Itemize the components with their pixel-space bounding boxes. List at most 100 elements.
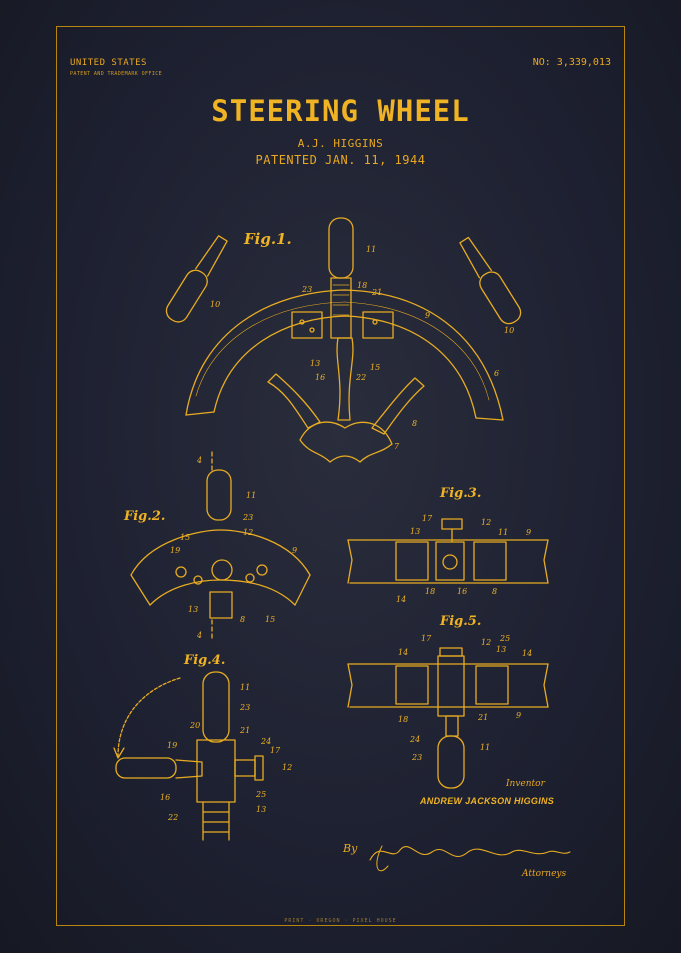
svg-text:14: 14 [396, 595, 406, 604]
right-handle [459, 236, 522, 325]
svg-text:8: 8 [240, 615, 245, 624]
svg-text:17: 17 [421, 634, 432, 643]
attorney-signature [369, 846, 571, 861]
fig2-center-boss [211, 559, 233, 581]
svg-text:10: 10 [210, 300, 220, 309]
fig1-label: Fig.1. [243, 230, 292, 248]
svg-text:13: 13 [256, 805, 266, 814]
fig3-label: Fig.3. [439, 486, 481, 501]
rim-hatch-line [195, 301, 346, 397]
svg-text:23: 23 [239, 703, 250, 712]
fig4-shaft [202, 801, 230, 841]
lower-spoke-left [267, 373, 321, 429]
fig3-block-right [473, 541, 507, 581]
rim-outer [185, 289, 504, 421]
fig4-hub-section [196, 739, 236, 803]
fig4-swing-arc [117, 677, 181, 757]
svg-text:9: 9 [425, 311, 430, 320]
fig4-label: Fig.4. [183, 653, 225, 668]
svg-text:21: 21 [371, 288, 382, 297]
rim-inner [213, 315, 477, 419]
svg-text:17: 17 [422, 514, 433, 523]
svg-text:12: 12 [481, 638, 491, 647]
svg-text:18: 18 [398, 715, 408, 724]
svg-text:25: 25 [255, 790, 266, 799]
poster-frame [56, 26, 625, 926]
fig2-stem [209, 591, 233, 619]
top-spoke-sleeve [330, 277, 352, 339]
top-handle [328, 217, 354, 279]
header-left: UNITED STATES PATENT AND TRADEMARK OFFIC… [70, 58, 162, 77]
svg-text:21: 21 [239, 726, 250, 735]
inventor-short: A.J. HIGGINS [297, 137, 384, 150]
svg-text:11: 11 [498, 528, 508, 537]
svg-text:6: 6 [494, 369, 499, 378]
svg-text:15: 15 [180, 533, 190, 542]
svg-text:23: 23 [242, 513, 253, 522]
rim-block-right [362, 311, 394, 339]
fig4-handle [202, 671, 230, 743]
svg-text:8: 8 [492, 587, 497, 596]
svg-text:4: 4 [196, 631, 202, 640]
svg-text:18: 18 [357, 281, 367, 290]
svg-text:12: 12 [282, 763, 292, 772]
svg-text:22: 22 [167, 813, 178, 822]
svg-text:11: 11 [480, 743, 490, 752]
svg-text:15: 15 [265, 615, 275, 624]
svg-text:24: 24 [260, 737, 271, 746]
rim-ends [185, 411, 504, 421]
fig3-center [435, 541, 465, 581]
svg-text:14: 14 [522, 649, 532, 658]
footer-mark: PRINT · OREGON · PIXEL HOUSE [284, 918, 397, 924]
fig5-rim-section [347, 663, 549, 708]
svg-text:7: 7 [394, 442, 400, 451]
inventor-label: Inventor [506, 779, 545, 789]
fig5-label: Fig.5. [439, 614, 481, 629]
svg-text:14: 14 [398, 648, 408, 657]
patent-date: PATENTED JAN. 11, 1944 [255, 153, 426, 167]
svg-text:20: 20 [189, 721, 200, 730]
fig5-illustration: Fig.5. 17 12 25 13 14 14 18 21 9 24 23 1… [347, 614, 549, 789]
svg-text:18: 18 [425, 587, 435, 596]
by-label: By [343, 842, 358, 855]
fig3-rim-section [347, 539, 549, 584]
office-label: PATENT AND TRADEMARK OFFICE [70, 71, 163, 77]
inventor-name: ANDREW JACKSON HIGGINS [420, 796, 555, 806]
fig2-label: Fig.2. [123, 509, 165, 524]
svg-text:19: 19 [170, 546, 180, 555]
lower-spoke-center [336, 337, 354, 421]
rim-block-left [291, 311, 323, 339]
svg-text:17: 17 [270, 746, 281, 755]
fig5-handle [437, 735, 465, 789]
svg-text:4: 4 [196, 456, 202, 465]
svg-text:13: 13 [410, 527, 420, 536]
fig4-illustration: Fig.4. 11 23 20 21 24 17 12 19 16 25 13 … [113, 653, 292, 841]
svg-text:22: 22 [355, 373, 366, 382]
svg-text:10: 10 [504, 326, 514, 335]
svg-text:13: 13 [310, 359, 320, 368]
rim-hatch-line-2 [344, 301, 490, 401]
page-title: STEERING WHEEL [211, 94, 470, 128]
sleeve-rings [332, 284, 350, 316]
fig4-handle-folded [115, 757, 177, 779]
lower-spoke-right [371, 377, 425, 435]
svg-text:9: 9 [292, 546, 297, 555]
fig2-illustration: Fig.2. 4 4 11 23 12 15 19 9 13 8 15 [123, 451, 311, 641]
fig2-handle [206, 469, 232, 521]
svg-text:13: 13 [188, 605, 198, 614]
left-handle [165, 235, 228, 323]
svg-text:23: 23 [411, 753, 422, 762]
svg-text:24: 24 [409, 735, 420, 744]
attorneys-label: Attorneys [522, 869, 567, 879]
svg-text:16: 16 [457, 587, 467, 596]
svg-text:15: 15 [370, 363, 380, 372]
fig2-rim-top [130, 529, 311, 576]
svg-text:11: 11 [246, 491, 256, 500]
svg-text:12: 12 [243, 528, 253, 537]
svg-text:16: 16 [315, 373, 325, 382]
patent-number: NO: 3,339,013 [532, 57, 611, 68]
fig3-knob [441, 518, 463, 530]
svg-text:23: 23 [301, 285, 312, 294]
